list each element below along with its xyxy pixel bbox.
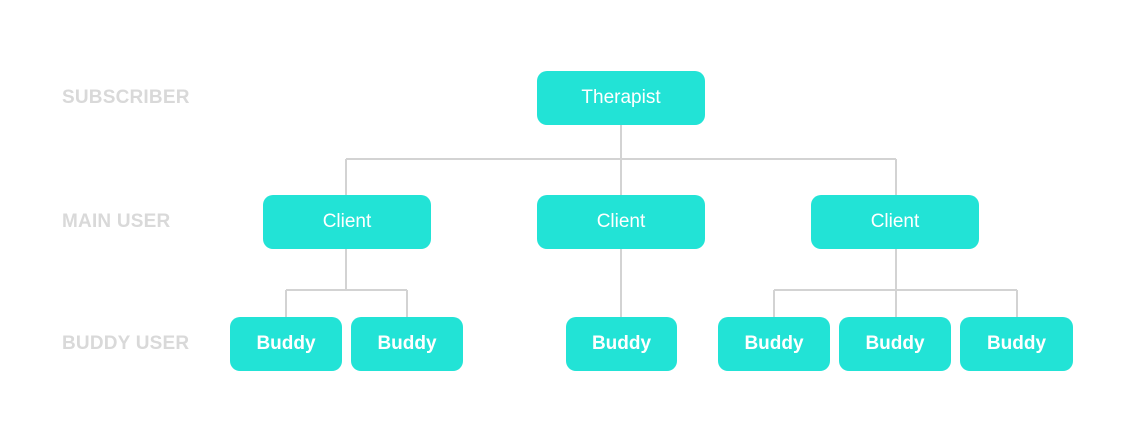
node-therapist: Therapist <box>537 71 705 125</box>
node-buddy: Buddy <box>718 317 830 371</box>
node-client: Client <box>811 195 979 249</box>
tier-label-main-user: MAIN USER <box>62 211 171 232</box>
tier-label-buddy-user: BUDDY USER <box>62 333 190 354</box>
node-buddy: Buddy <box>351 317 463 371</box>
node-buddy: Buddy <box>566 317 677 371</box>
tier-label-subscriber: SUBSCRIBER <box>62 87 190 108</box>
node-buddy: Buddy <box>230 317 342 371</box>
node-client: Client <box>537 195 705 249</box>
node-client: Client <box>263 195 431 249</box>
node-buddy: Buddy <box>960 317 1073 371</box>
node-buddy: Buddy <box>839 317 951 371</box>
